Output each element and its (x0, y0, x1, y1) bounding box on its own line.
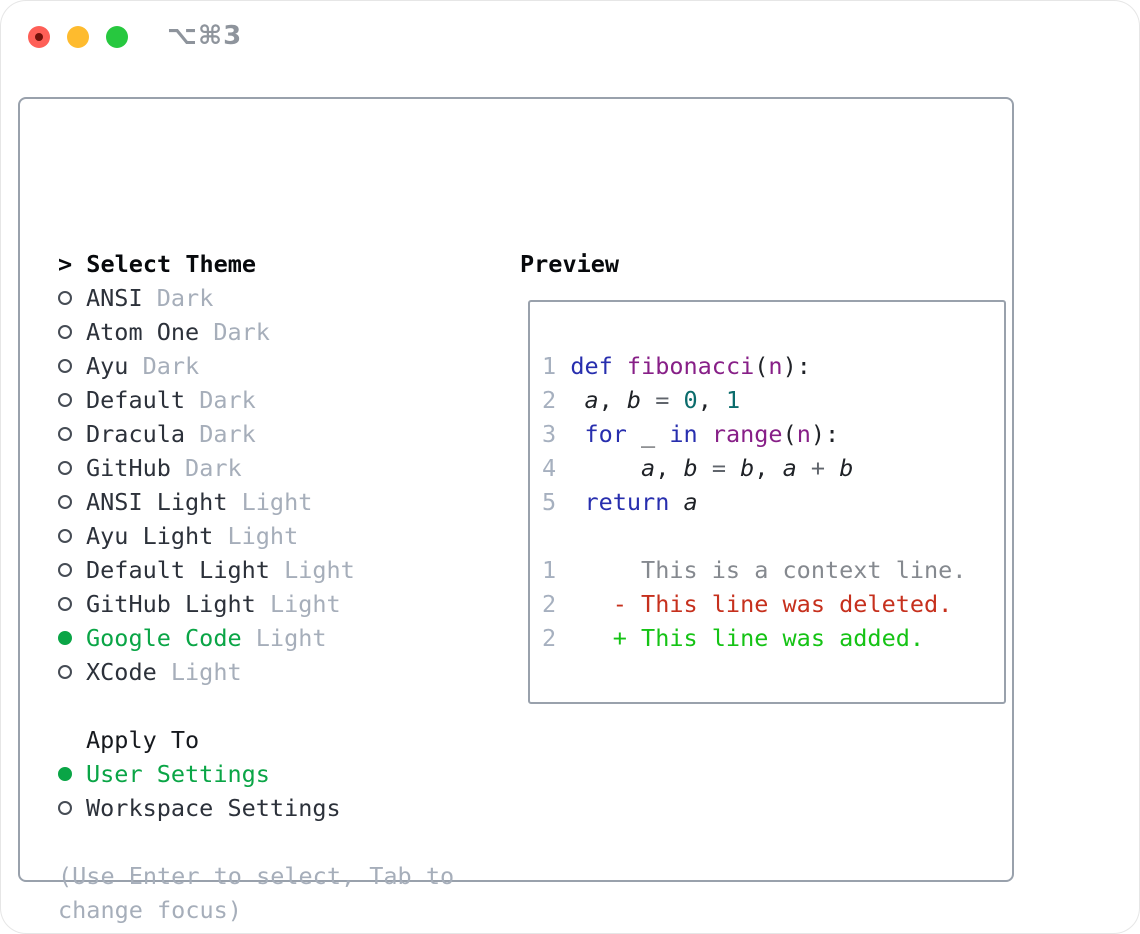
theme-option-xcode-light[interactable]: XCode Light (58, 655, 498, 689)
option-variant-label: Light (170, 658, 242, 686)
option-label: GitHub (86, 454, 186, 482)
theme-option-google-code-light[interactable]: Google Code Light (58, 621, 498, 655)
option-variant-label: Dark (142, 352, 200, 380)
apply-option-workspace-settings[interactable]: Workspace Settings (58, 791, 498, 825)
zoom-button[interactable] (106, 26, 128, 48)
option-label: Dracula (86, 420, 200, 448)
radio-selected-icon (58, 631, 86, 645)
option-label: Default (86, 386, 200, 414)
radio-icon (58, 665, 86, 679)
option-label: Workspace Settings (86, 794, 341, 822)
option-variant-label: Light (284, 556, 355, 584)
preview-line: 3 for _ in range(n): (542, 420, 840, 448)
option-variant-label: Light (227, 522, 299, 550)
radio-icon (58, 597, 86, 611)
prompt-caret: > (58, 250, 87, 278)
option-variant-label: Dark (185, 454, 242, 482)
preview-line: 2 - This line was deleted. (542, 590, 953, 618)
option-variant-label: Light (255, 624, 327, 652)
option-label: Ayu (86, 352, 143, 380)
preview-line: 2 + This line was added. (542, 624, 925, 652)
preview-line: 1 This is a context line. (542, 556, 967, 584)
preview-box: 1 def fibonacci(n): 2 a, b = 0, 1 3 for _ … (528, 300, 1006, 704)
help-text-line1: (Use Enter to select, Tab to (58, 862, 455, 890)
theme-option-github-light-light[interactable]: GitHub Light Light (58, 587, 498, 621)
theme-option-ansi-dark[interactable]: ANSI Dark (58, 281, 498, 315)
theme-option-default-dark[interactable]: Default Dark (58, 383, 498, 417)
option-variant-label: Light (269, 590, 341, 618)
radio-icon (58, 427, 86, 441)
preview-header: Preview (520, 250, 620, 278)
option-variant-label: Light (241, 488, 313, 516)
option-label: Google Code (86, 624, 256, 652)
option-variant-label: Dark (199, 386, 256, 414)
apply-option-user-settings[interactable]: User Settings (58, 757, 498, 791)
preview-line (542, 519, 1004, 553)
radio-selected-icon (58, 767, 86, 781)
radio-icon (58, 393, 86, 407)
theme-option-github-dark[interactable]: GitHub Dark (58, 451, 498, 485)
option-label: User Settings (86, 760, 270, 788)
preview-line: 4 a, b = b, a + b (542, 454, 854, 482)
radio-icon (58, 529, 86, 543)
close-dot-icon (35, 33, 43, 41)
radio-icon (58, 801, 86, 815)
radio-icon (58, 495, 86, 509)
radio-icon (58, 461, 86, 475)
window-title: ⌥⌘3 (167, 21, 243, 51)
apply-to-header: Apply To (86, 726, 200, 754)
theme-option-ayu-dark[interactable]: Ayu Dark (58, 349, 498, 383)
theme-option-dracula-dark[interactable]: Dracula Dark (58, 417, 498, 451)
select-theme-header: > Select Theme (58, 247, 498, 281)
option-label: ANSI (86, 284, 157, 312)
option-label: Default Light (86, 556, 285, 584)
help-text-line2: change focus) (58, 896, 242, 924)
radio-icon (58, 291, 86, 305)
theme-option-ansi-light-light[interactable]: ANSI Light Light (58, 485, 498, 519)
preview-line: 2 a, b = 0, 1 (542, 386, 741, 414)
option-variant-label: Dark (156, 284, 214, 312)
theme-option-atom-one-dark[interactable]: Atom One Dark (58, 315, 498, 349)
radio-icon (58, 359, 86, 373)
option-label: ANSI Light (86, 488, 242, 516)
option-variant-label: Dark (199, 420, 256, 448)
option-label: Ayu Light (86, 522, 228, 550)
close-button[interactable] (28, 26, 50, 48)
theme-option-default-light-light[interactable]: Default Light Light (58, 553, 498, 587)
select-theme-title: Select Theme (86, 250, 257, 278)
radio-icon (58, 563, 86, 577)
option-label: Atom One (86, 318, 214, 346)
preview-line: 1 def fibonacci(n): (542, 352, 811, 380)
option-variant-label: Dark (213, 318, 270, 346)
radio-icon (58, 325, 86, 339)
option-label: XCode (86, 658, 171, 686)
option-label: GitHub Light (86, 590, 270, 618)
minimize-button[interactable] (67, 26, 89, 48)
spacer (58, 825, 498, 859)
preview-line: 5 return a (542, 488, 698, 516)
theme-option-ayu-light-light[interactable]: Ayu Light Light (58, 519, 498, 553)
code-preview: 1 def fibonacci(n): 2 a, b = 0, 1 3 for _ … (530, 302, 1004, 655)
spacer (58, 689, 498, 723)
